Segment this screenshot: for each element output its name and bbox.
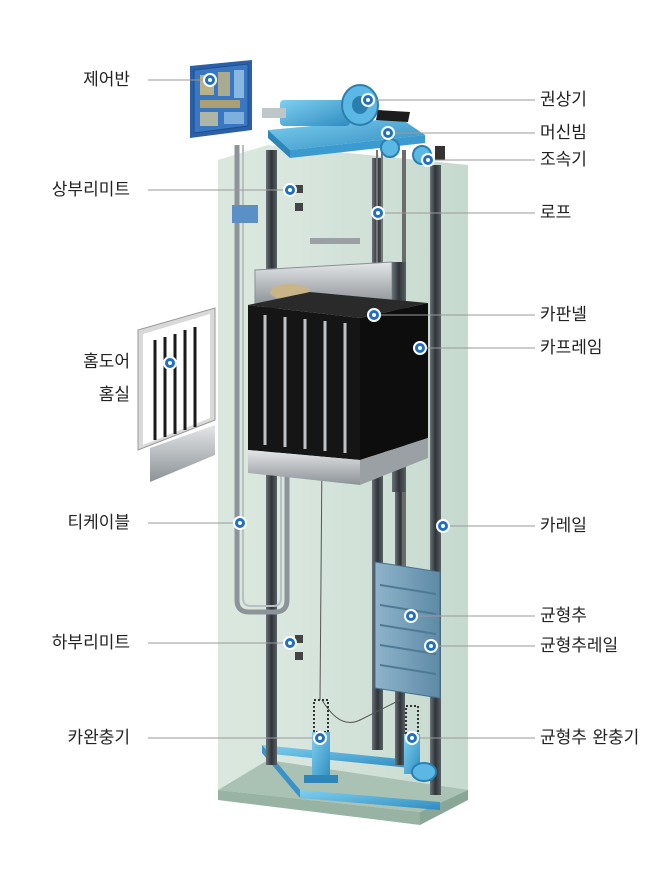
label-counterweight-buffer: 균형추 완충기 xyxy=(540,728,640,748)
label-counterweight: 균형추 xyxy=(540,606,587,626)
label-control-panel: 제어반 xyxy=(83,70,130,90)
traveling-cable xyxy=(234,145,290,615)
traction-machine-graphic xyxy=(262,84,425,158)
marker-dots xyxy=(163,73,450,745)
marker-control-panel xyxy=(203,73,217,87)
marker-car-buffer xyxy=(313,731,327,745)
label-governor: 조속기 xyxy=(540,150,587,170)
upper-limit-switch-graphic xyxy=(232,185,303,223)
marker-lower-limit xyxy=(283,636,297,650)
label-rope: 로프 xyxy=(540,203,572,223)
counterweight-graphic xyxy=(374,561,441,699)
label-car-rail: 카레일 xyxy=(540,516,587,536)
label-car-buffer: 카완충기 xyxy=(67,728,130,748)
marker-machine-beam xyxy=(381,126,395,140)
marker-rope xyxy=(371,206,385,220)
label-counterweight-rail: 균형추레일 xyxy=(540,636,619,656)
counterweight-buffer-graphic xyxy=(404,705,437,782)
lower-limit-switch-graphic xyxy=(295,635,303,660)
marker-traveling-cable xyxy=(233,516,247,530)
marker-governor xyxy=(421,153,435,167)
label-traveling-cable: 티케이블 xyxy=(67,513,130,533)
hall-door-graphic xyxy=(137,307,216,482)
marker-counterweight-rail xyxy=(424,639,438,653)
marker-traction-machine xyxy=(361,93,375,107)
marker-car-frame xyxy=(413,341,427,355)
control-panel-graphic xyxy=(190,60,252,138)
marker-counterweight-buffer xyxy=(405,731,419,745)
marker-car-panel xyxy=(367,308,381,322)
label-car-frame: 카프레임 xyxy=(540,338,603,358)
marker-car-rail xyxy=(436,519,450,533)
marker-hall-door xyxy=(163,356,177,370)
car-panel-graphic xyxy=(248,292,428,485)
label-hall-sill: 홈실 xyxy=(98,385,130,405)
leader-lines xyxy=(148,79,535,739)
label-traction-machine: 권상기 xyxy=(540,90,587,110)
marker-counterweight xyxy=(404,609,418,623)
marker-upper-limit xyxy=(283,183,297,197)
label-machine-beam: 머신빔 xyxy=(540,123,587,143)
label-upper-limit: 상부리미트 xyxy=(51,180,130,200)
label-car-panel: 카판넬 xyxy=(540,305,587,325)
label-hall-door: 홈도어 xyxy=(83,352,130,372)
label-lower-limit: 하부리미트 xyxy=(51,633,130,653)
